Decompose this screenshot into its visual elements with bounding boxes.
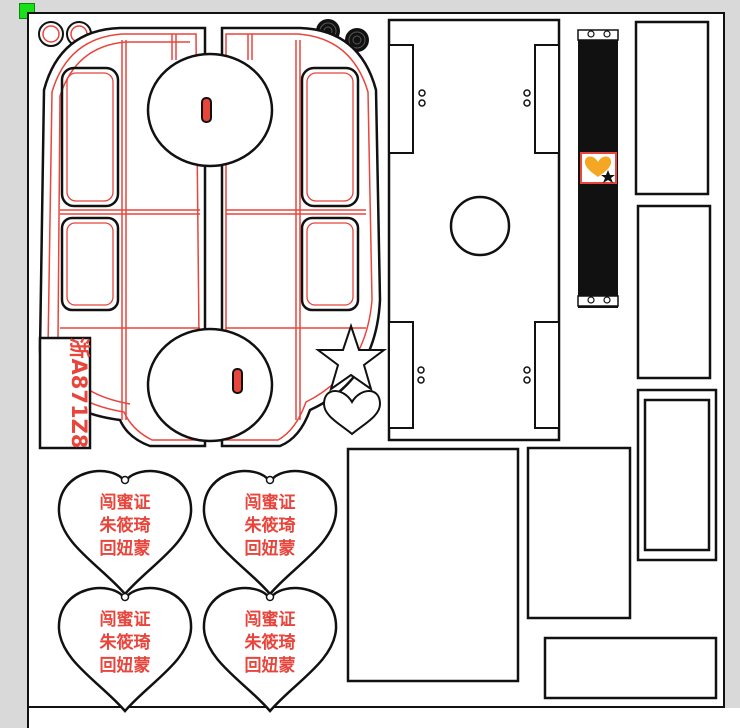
heart-tag-3: 闯蜜证 朱筱琦 回妞蒙: [57, 586, 193, 713]
heart-tag-line: 朱筱琦: [245, 632, 296, 653]
heart-tag-line: 闯蜜证: [245, 609, 296, 630]
heart-tag-line: 回妞蒙: [100, 538, 151, 559]
license-plate-text: 浙A871Z8: [67, 338, 91, 449]
heart-tag-4: 闯蜜证 朱筱琦 回妞蒙: [202, 586, 338, 713]
base-panel-large: [346, 447, 520, 683]
base-panel-medium: [526, 446, 632, 620]
chassis-panel: [387, 18, 561, 442]
ring-icon: [38, 21, 64, 47]
heart-tag-line: 朱筱琦: [100, 632, 151, 653]
heart-tag-line: 闯蜜证: [245, 492, 296, 513]
heart-tag-line: 回妞蒙: [245, 655, 296, 676]
heart-tag-line: 闯蜜证: [100, 609, 151, 630]
heart-tag-line: 回妞蒙: [245, 538, 296, 559]
sheet-overflow-strip: [27, 708, 740, 728]
heart-tag-line: 朱筱琦: [100, 515, 151, 536]
heart-tag-1: 闯蜜证 朱筱琦 回妞蒙: [57, 469, 193, 596]
star-icon: [315, 322, 387, 392]
heart-star-emblem-icon: [580, 152, 617, 184]
wheel-disc-top: [146, 52, 274, 168]
side-panel-1: [634, 20, 710, 196]
license-plate-frame: [38, 336, 92, 450]
wheel-disc-bottom: [146, 327, 274, 443]
heart-tag-2: 闯蜜证 朱筱琦 回妞蒙: [202, 469, 338, 596]
heart-tag-line: 回妞蒙: [100, 655, 151, 676]
side-panel-2: [636, 204, 712, 380]
side-panel-3-inner: [643, 398, 711, 552]
heart-icon: [322, 390, 382, 436]
base-panel-strip: [543, 636, 718, 700]
heart-tag-line: 朱筱琦: [245, 515, 296, 536]
heart-tag-line: 闯蜜证: [100, 492, 151, 513]
